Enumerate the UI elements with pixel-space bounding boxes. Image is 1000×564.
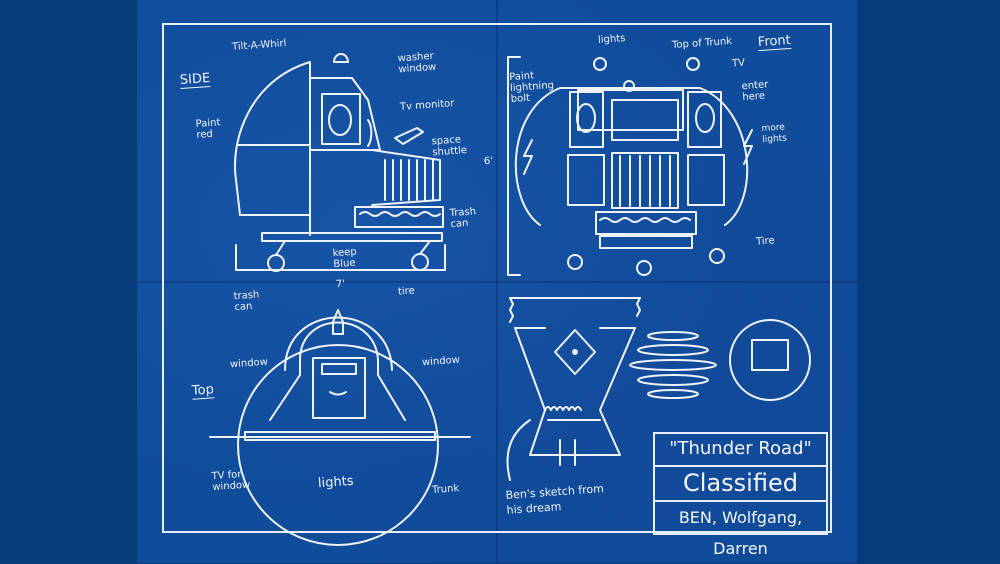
blueprint-paper <box>137 0 857 563</box>
title-block-status: Classified <box>655 467 826 502</box>
title-block-authors: BEN, Wolfgang, Darren <box>678 508 803 558</box>
label-lights-top: lights <box>317 473 355 492</box>
label-trunk: Trunk <box>431 483 460 496</box>
label-keep-blue: keep Blue <box>332 246 358 271</box>
label-paint-red: Paint red <box>195 117 221 141</box>
paper-fold-horizontal <box>137 281 857 283</box>
label-more-lights: more lights <box>761 122 788 146</box>
top-view-drawing <box>209 309 471 546</box>
dimension-width: 7' <box>335 278 346 291</box>
label-tire-top: tire <box>397 285 416 298</box>
title-block: "Thunder Road" Classified BEN, Wolfgang,… <box>653 432 828 558</box>
dream-sketch-drawing <box>506 297 811 481</box>
label-enter-here: enter here <box>741 79 769 104</box>
front-view-title: Front <box>757 32 792 52</box>
label-space-shuttle: space shuttle <box>431 134 468 159</box>
blueprint-border <box>162 23 832 533</box>
dimension-height: 6' <box>483 155 494 168</box>
paper-fold-vertical <box>496 0 498 563</box>
label-tv-for-window: TV for window <box>211 469 251 494</box>
label-washer-window: washer window <box>397 50 437 76</box>
title-block-name: "Thunder Road" <box>655 434 826 467</box>
label-lights: lights <box>597 33 626 46</box>
top-view-title: Top <box>191 382 215 400</box>
side-view-title: SIDE <box>179 70 211 90</box>
label-trash-can: Trash can <box>449 206 477 231</box>
side-view-drawing <box>234 53 446 272</box>
label-trash-can-top: trash can <box>233 289 260 314</box>
label-tv: TV <box>731 57 746 70</box>
label-tire: Tire <box>755 235 775 248</box>
label-paint-lightning-bolt: Paint lightning bolt <box>508 70 555 106</box>
front-view-drawing <box>507 56 753 276</box>
